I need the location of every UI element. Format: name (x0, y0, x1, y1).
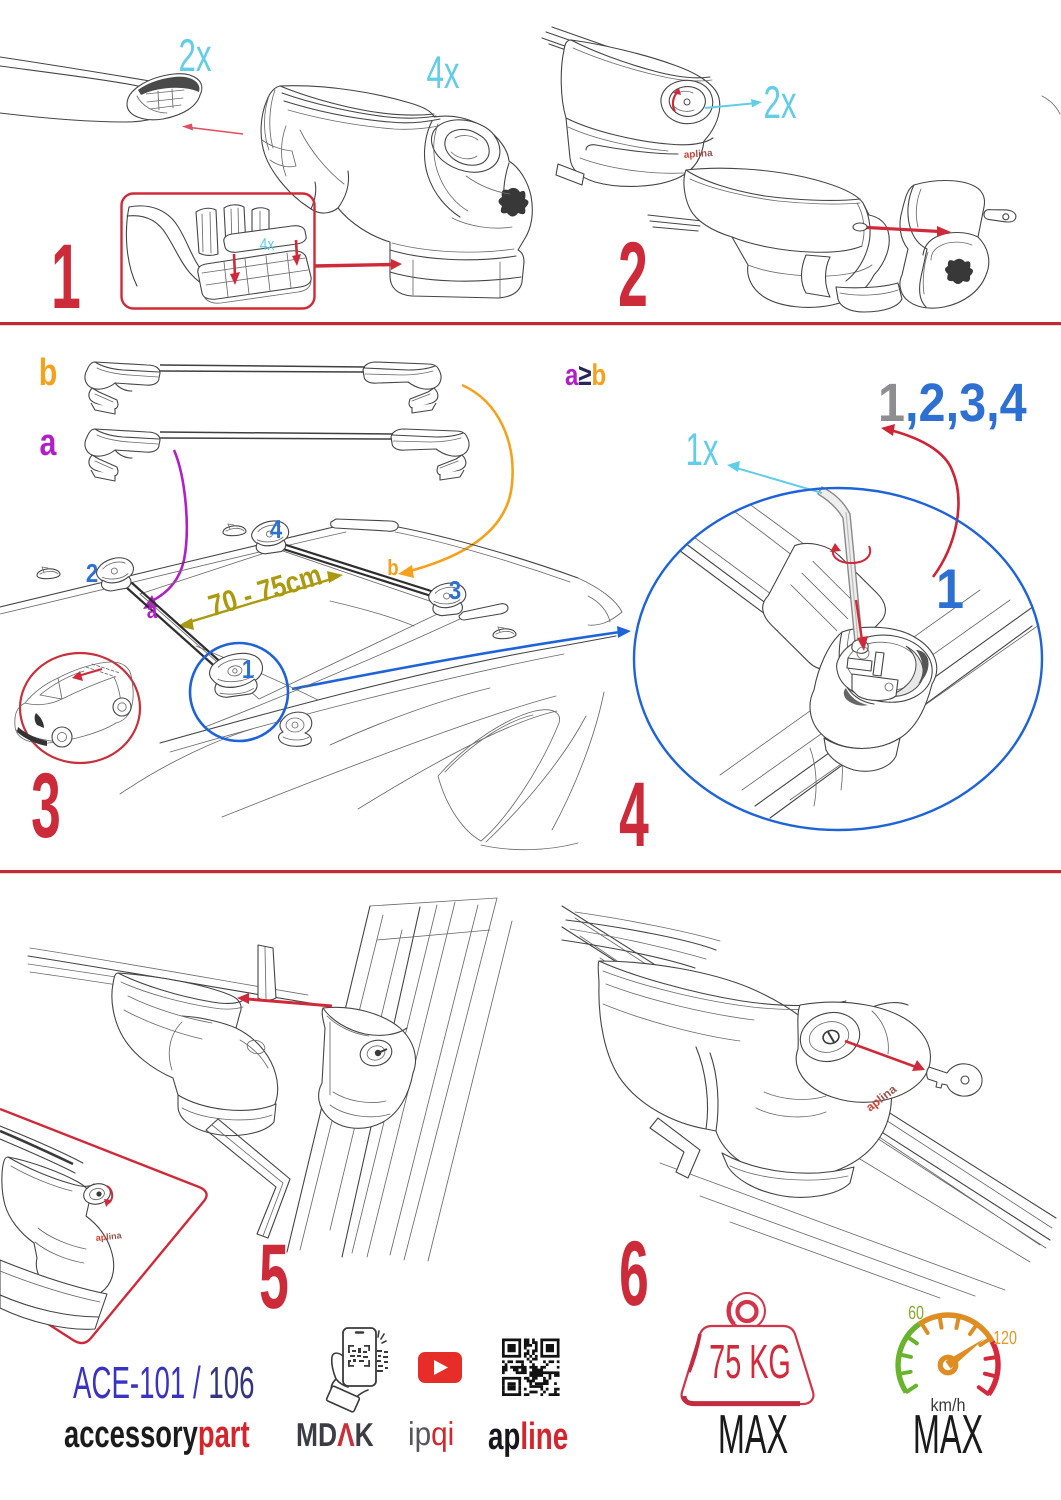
svg-text:3: 3 (31, 755, 61, 857)
svg-text:75 KG: 75 KG (709, 1336, 791, 1389)
svg-text:1x: 1x (685, 423, 718, 475)
svg-text:accessorypart: accessorypart (64, 1414, 250, 1456)
svg-text:2x: 2x (763, 76, 796, 128)
svg-text:a≥b: a≥b (565, 359, 606, 392)
svg-text:4x: 4x (426, 46, 459, 98)
svg-text:km/h: km/h (930, 1395, 965, 1415)
svg-text:a: a (147, 598, 158, 623)
svg-text:aplina: aplina (683, 148, 713, 161)
svg-text:a: a (40, 422, 58, 464)
svg-text:2: 2 (86, 558, 98, 588)
svg-text:aplina: aplina (95, 1230, 123, 1243)
svg-text:3: 3 (449, 575, 461, 605)
svg-text:MAX: MAX (718, 1403, 788, 1465)
svg-text:1: 1 (242, 654, 254, 684)
svg-text:MDΛK: MDΛK (296, 1416, 374, 1453)
svg-text:1,2,3,4: 1,2,3,4 (878, 373, 1027, 433)
svg-text:MAX: MAX (913, 1403, 983, 1465)
svg-text:1: 1 (51, 226, 81, 328)
svg-text:ipqi: ipqi (408, 1415, 454, 1452)
svg-text:4: 4 (270, 514, 283, 544)
svg-text:5: 5 (259, 1226, 289, 1328)
svg-text:60: 60 (908, 1303, 924, 1324)
svg-text:2: 2 (618, 224, 648, 326)
svg-text:4x: 4x (260, 235, 275, 254)
svg-text:1: 1 (936, 557, 964, 620)
svg-text:6: 6 (619, 1223, 649, 1325)
svg-text:ACE-101 / 106: ACE-101 / 106 (73, 1357, 255, 1408)
svg-text:apline: apline (488, 1416, 568, 1458)
svg-text:2x: 2x (178, 29, 211, 81)
svg-text:b: b (387, 555, 398, 580)
svg-text:b: b (39, 352, 58, 394)
svg-text:4: 4 (619, 764, 649, 866)
svg-text:120: 120 (993, 1328, 1017, 1349)
